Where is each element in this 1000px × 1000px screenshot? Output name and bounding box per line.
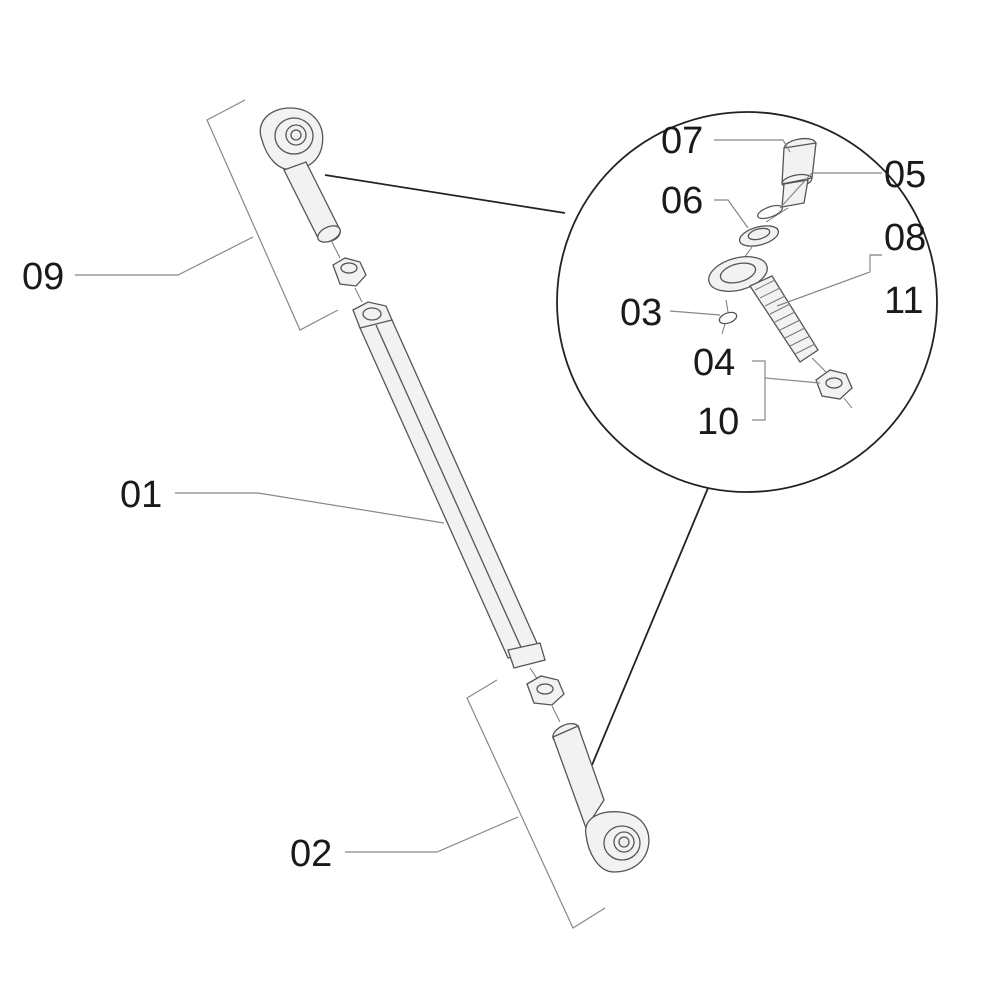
rod-end-lower [552, 722, 650, 873]
leader-01 [175, 492, 445, 524]
callout-08: 08 [884, 217, 926, 259]
axis-detail-5 [725, 299, 729, 313]
leader-05 [779, 172, 882, 209]
leader-07 [714, 139, 791, 153]
leader-03 [669, 310, 721, 316]
leader-02 [345, 816, 519, 853]
circlip-03 [718, 311, 738, 325]
detail-connector-line-bottom [591, 487, 709, 766]
rod-end-upper [259, 107, 341, 243]
bracket-02 [466, 679, 606, 929]
pin-07 [781, 137, 817, 208]
axis-detail-3 [811, 357, 827, 373]
callout-11: 11 [884, 280, 923, 322]
nut-lower [526, 675, 565, 706]
callout-01: 01 [120, 474, 162, 516]
detail-circle [556, 111, 938, 493]
callout-07: 07 [661, 120, 703, 162]
callout-03: 03 [620, 292, 662, 334]
callout-06: 06 [661, 180, 703, 222]
axis-detail-6 [721, 323, 726, 335]
axis-detail-4 [843, 397, 853, 409]
circlip-05 [757, 204, 783, 220]
nut-04-10 [815, 369, 853, 400]
callout-02: 02 [290, 833, 332, 875]
detail-connector-line-top [324, 174, 566, 214]
axis-upper-2 [354, 287, 363, 303]
leader-09 [75, 236, 254, 276]
thread-lines [754, 279, 816, 355]
callout-09: 09 [22, 256, 64, 298]
callout-05: 05 [884, 154, 926, 196]
bushing-06 [738, 225, 780, 247]
leader-06 [714, 199, 749, 229]
callout-04: 04 [693, 342, 735, 384]
axis-detail-1 [765, 207, 789, 223]
axis-upper-1 [330, 239, 341, 259]
bracket-09 [206, 99, 339, 331]
callout-10: 10 [697, 401, 739, 443]
leader-04-10-bracket [752, 378, 766, 421]
leader-04-10 [752, 360, 821, 384]
axis-lower-2 [551, 705, 561, 723]
nut-upper-09 [332, 257, 367, 287]
main-rod [352, 301, 546, 669]
